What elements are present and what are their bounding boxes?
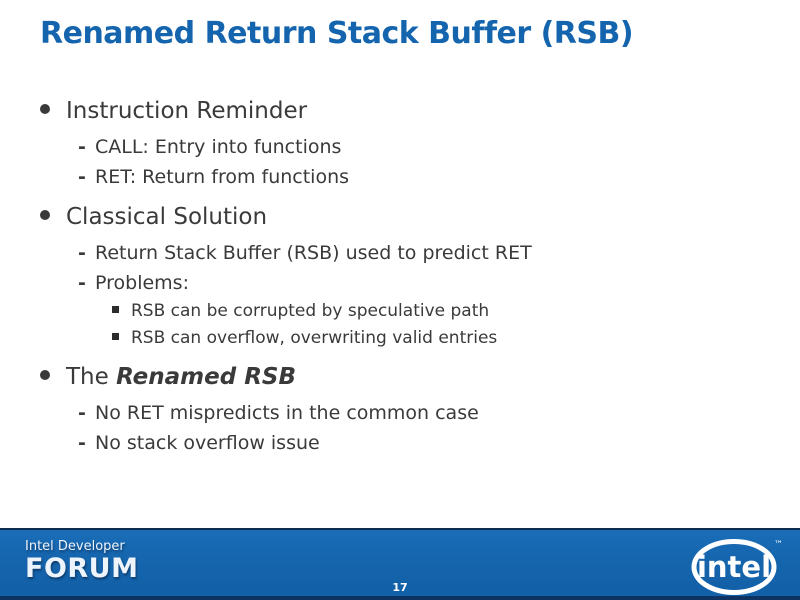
bullet-item: -Problems: xyxy=(0,268,800,298)
bullet-item: -No RET mispredicts in the common case xyxy=(0,398,800,428)
dash-icon: - xyxy=(78,136,86,158)
bullet-text: Return Stack Buffer (RSB) used to predic… xyxy=(95,242,532,264)
bullet-item: -No stack overflow issue xyxy=(0,428,800,458)
bullet-item: -Return Stack Buffer (RSB) used to predi… xyxy=(0,238,800,268)
dash-icon: - xyxy=(78,432,86,454)
bullet-text: No RET mispredicts in the common case xyxy=(95,402,479,424)
bullet-text: CALL: Entry into functions xyxy=(95,136,342,158)
dash-icon: - xyxy=(78,272,86,294)
page-number: 17 xyxy=(392,581,408,594)
bullet-text: RET: Return from functions xyxy=(95,166,350,188)
bullet-text: RSB can overflow, overwriting valid entr… xyxy=(131,328,498,348)
idf-logo-line1: Intel Developer xyxy=(25,539,125,554)
bullet-dot-icon xyxy=(40,95,66,127)
bullet-text: The Renamed RSB xyxy=(66,364,296,390)
bullet-text: Problems: xyxy=(95,272,189,294)
footer-bar: Intel Developer FORUM 17 intel ™ xyxy=(0,528,800,600)
dash-icon: - xyxy=(78,166,86,188)
bullet-item: RSB can be corrupted by speculative path xyxy=(0,298,800,325)
bullet-item: The Renamed RSB xyxy=(0,361,800,393)
idf-logo: Intel Developer FORUM xyxy=(25,540,138,582)
square-icon xyxy=(112,298,131,325)
bullet-item: RSB can overflow, overwriting valid entr… xyxy=(0,325,800,352)
intel-logo-icon: intel ™ xyxy=(690,535,784,597)
slide-title: Renamed Return Stack Buffer (RSB) xyxy=(40,16,634,51)
footer-bottom-strip xyxy=(0,596,800,600)
bullet-dot-icon xyxy=(40,201,66,233)
bullet-text: No stack overflow issue xyxy=(95,432,320,454)
square-icon xyxy=(112,325,131,352)
bullet-text: RSB can be corrupted by speculative path xyxy=(131,301,490,321)
bullet-text: Instruction Reminder xyxy=(66,98,308,124)
bullet-list: Instruction Reminder-CALL: Entry into fu… xyxy=(0,86,800,458)
dash-icon: - xyxy=(78,242,86,264)
idf-logo-line2: FORUM xyxy=(25,553,139,584)
dash-icon: - xyxy=(78,402,86,424)
bullet-item: Instruction Reminder xyxy=(0,95,800,127)
intel-logo-trademark: ™ xyxy=(774,540,783,550)
bullet-item: Classical Solution xyxy=(0,201,800,233)
bullet-item: -RET: Return from functions xyxy=(0,162,800,192)
bullet-text: Classical Solution xyxy=(66,204,268,230)
bullet-dot-icon xyxy=(40,361,66,393)
intel-logo-text: intel xyxy=(697,550,771,584)
bullet-item: -CALL: Entry into functions xyxy=(0,132,800,162)
